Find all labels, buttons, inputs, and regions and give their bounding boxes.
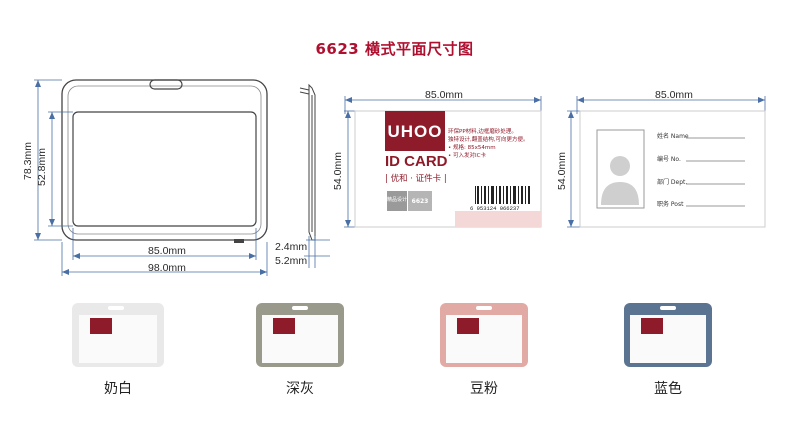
dim-outer-height: 78.3mm: [22, 142, 34, 180]
card-desc-line: • 规格: 85x54mm: [448, 145, 496, 151]
back-field-name: 姓名 Name: [657, 133, 689, 140]
dim-inner-height: 52.8mm: [36, 148, 48, 186]
back-field-post: 职务 Post: [657, 201, 684, 208]
person-icon-body: [601, 182, 639, 205]
holder-outline: [61, 79, 268, 241]
card-badge-right: [408, 191, 432, 211]
card-brand-block: [385, 111, 445, 151]
card-badge-left-text: 精品设计: [387, 197, 408, 203]
card-desc-line: • 可入发对IC卡: [448, 153, 486, 159]
holder-slot: [149, 79, 183, 90]
variant-label-white: 奶白: [104, 381, 132, 397]
variant-label-gray: 深灰: [286, 381, 314, 397]
holder-window: [72, 111, 257, 227]
card-product: ID CARD: [385, 153, 448, 170]
variant-label-blue: 蓝色: [654, 381, 682, 397]
card-badge-left: [387, 191, 407, 211]
side-profile: [299, 83, 316, 241]
dim-thickness-a: 2.4mm: [275, 241, 308, 253]
card-badge-right-text: 6623: [411, 198, 429, 205]
card-desc: 环保PP材料,边框磨砂处理。 独特设计,翻盖结构,可向更方便。 • 规格: 85…: [448, 128, 540, 160]
dim-lines-side: [304, 236, 330, 268]
card-desc-line: 环保PP材料,边框磨砂处理。: [448, 129, 517, 135]
back-field-lines: [686, 137, 745, 207]
variant-blue: [624, 303, 712, 367]
variant-white: [72, 303, 164, 367]
page-title: 6623 横式平面尺寸图: [315, 40, 474, 58]
card-barcode: [475, 186, 530, 204]
variant-gray: [256, 303, 344, 367]
holder-tab: [234, 239, 244, 243]
variant-label-pink: 豆粉: [470, 381, 498, 397]
card-hatch: [455, 211, 541, 227]
dim-inner-width: 85.0mm: [148, 245, 186, 257]
back-field-dept: 部门 Dept.: [657, 179, 688, 186]
dim-lines-left: [34, 79, 268, 276]
dim-card-back-width: 85.0mm: [655, 89, 693, 101]
dim-card-front-height: 54.0mm: [332, 152, 344, 190]
dim-card-back-height: 54.0mm: [556, 152, 568, 190]
dim-arrows-left: [35, 80, 267, 275]
card-barcode-number: 6 953124 066237: [470, 205, 520, 212]
back-field-no: 编号 No.: [657, 156, 681, 163]
dim-outer-width: 98.0mm: [148, 262, 186, 274]
dim-thickness-b: 5.2mm: [275, 255, 308, 267]
card-desc-line: 独特设计,翻盖结构,可向更方便。: [448, 137, 529, 143]
person-icon-head: [610, 156, 630, 176]
variant-pink: [440, 303, 528, 367]
dim-card-front-width: 85.0mm: [425, 89, 463, 101]
card-brand: UHOO: [387, 122, 443, 141]
holder-inner-outline: [67, 85, 262, 235]
card-subtitle: | 优和 · 证件卡 |: [385, 174, 447, 184]
